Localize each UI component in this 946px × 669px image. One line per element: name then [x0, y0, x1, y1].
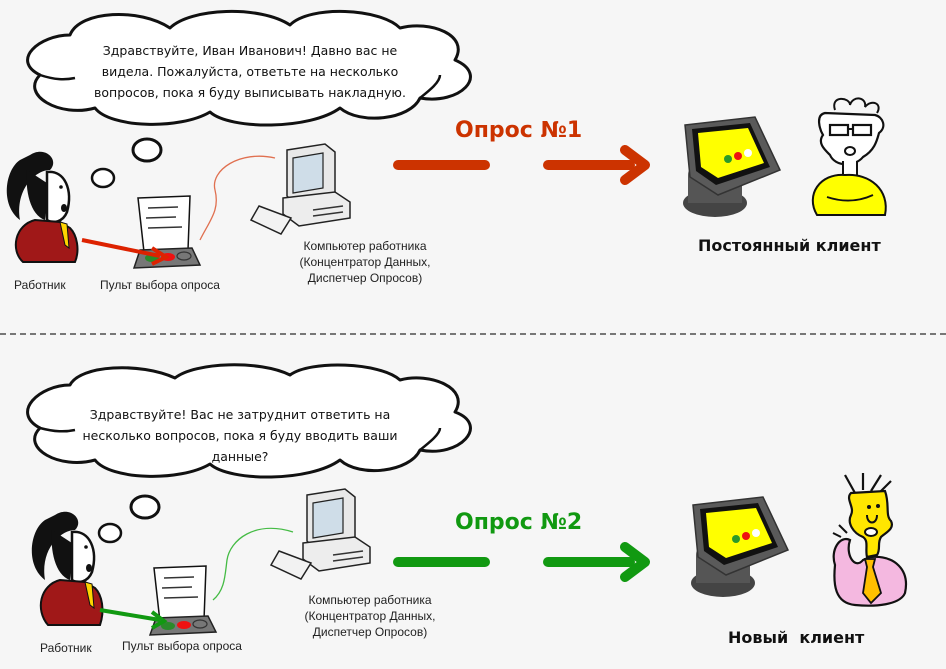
- survey-arrow: [393, 145, 650, 185]
- worker-label: Работник: [40, 641, 92, 655]
- kiosk-screen: [698, 128, 764, 178]
- speech-text: Здравствуйте! Вас не затруднит ответить …: [82, 407, 398, 464]
- computer-label: Компьютер работника (Концентратор Данных…: [304, 593, 436, 639]
- white-button: [176, 251, 192, 261]
- thought-bubble-large: [131, 137, 163, 163]
- red-button: [177, 621, 191, 629]
- survey-title: Опрос №1: [455, 118, 583, 143]
- survey-kiosk: [691, 496, 790, 597]
- scenario-separator: [0, 333, 946, 335]
- survey-arrow: [393, 542, 650, 582]
- computer-icon: [249, 143, 351, 235]
- regular-client-figure: [811, 97, 887, 216]
- thought-cloud: [26, 10, 472, 163]
- cable: [212, 527, 294, 601]
- new-client-figure: [832, 473, 908, 607]
- survey-title: Опрос №2: [455, 510, 583, 535]
- kiosk-screen: [706, 508, 772, 558]
- white-button: [192, 619, 208, 629]
- worker-figure: [31, 511, 104, 626]
- thought-cloud: [26, 363, 472, 479]
- press-arrow: [99, 608, 168, 630]
- client-label: Новый клиент: [728, 628, 865, 647]
- green-button: [161, 622, 175, 630]
- worker-figure: [6, 151, 79, 263]
- client-label: Постоянный клиент: [698, 236, 881, 255]
- survey-kiosk: [683, 116, 782, 217]
- thought-bubble-large: [129, 494, 161, 520]
- cable: [199, 155, 276, 241]
- press-arrow: [81, 238, 171, 266]
- worker-label: Работник: [14, 278, 66, 292]
- computer-icon: [269, 488, 371, 580]
- remote-label: Пульт выбора опроса: [100, 278, 220, 292]
- speech-text: Здравствуйте, Иван Иванович! Давно вас н…: [94, 43, 406, 100]
- thought-bubble-small: [90, 167, 116, 189]
- thought-bubble-small: [97, 522, 123, 544]
- computer-label: Компьютер работника (Концентратор Данных…: [299, 239, 431, 285]
- survey-selector-remote: [148, 565, 218, 636]
- survey-selector-remote: [132, 195, 202, 269]
- remote-label: Пульт выбора опроса: [122, 639, 242, 653]
